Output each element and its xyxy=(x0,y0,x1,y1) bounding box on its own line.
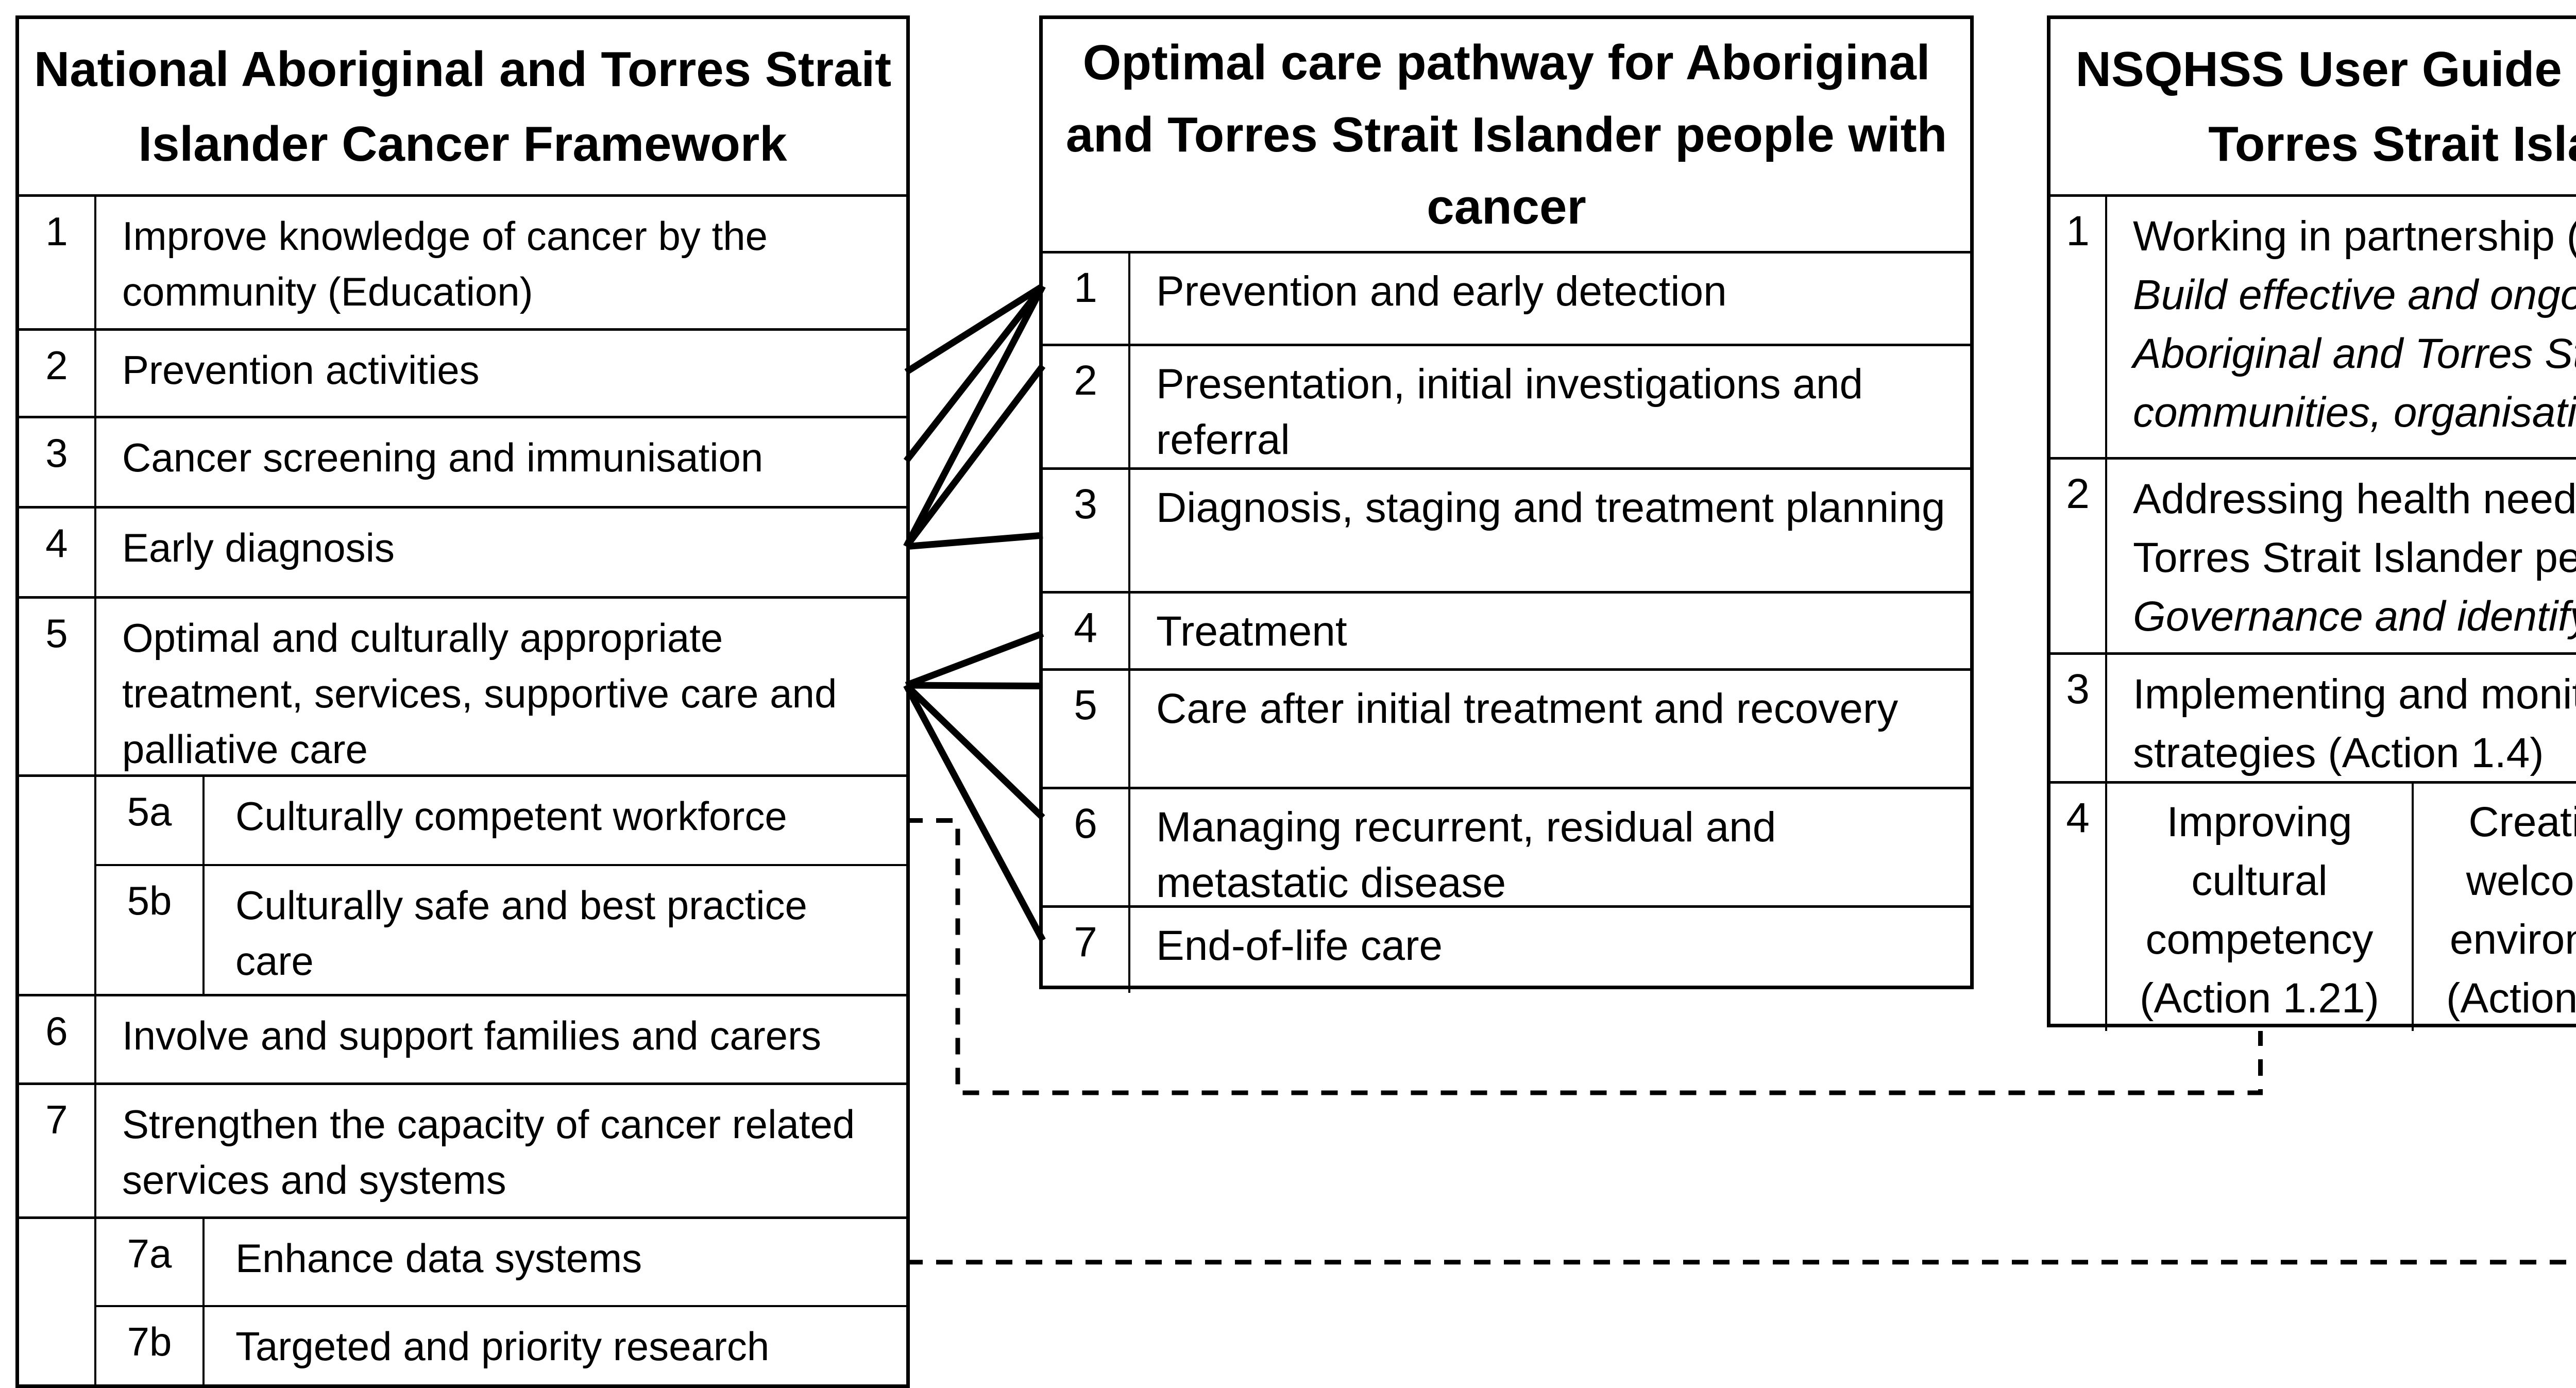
row-number: 3 xyxy=(19,418,96,506)
table-row: 4 Treatment xyxy=(1043,591,1970,668)
row-text: Cancer screening and immunisation xyxy=(122,435,764,480)
row-text: Improve knowledge of cancer by the commu… xyxy=(122,213,768,314)
table-row: 5 Optimal and culturally appropriate tre… xyxy=(19,596,906,774)
nsqhss-title-text: NSQHSS User Guide for Aboriginal and Tor… xyxy=(2075,42,2576,172)
action-cell: Creating a welcoming environment (Action… xyxy=(2414,784,2576,1031)
row-number: 1 xyxy=(19,197,96,328)
table-title: Optimal care pathway for Aboriginal and … xyxy=(1043,19,1970,251)
row-text: Culturally safe and best practice care xyxy=(235,882,807,984)
row-number: 7 xyxy=(1043,908,1130,993)
row-text: Treatment xyxy=(1156,608,1347,655)
row-text: Implementing and monitoring targeted str… xyxy=(2133,671,2576,776)
row-text: Prevention and early detection xyxy=(1156,268,1727,315)
table-row: 5b Culturally safe and best practice car… xyxy=(96,864,906,994)
action-cell: Improving cultural competency (Action 1.… xyxy=(2107,784,2414,1031)
row-note: Governance and identifying priorities. xyxy=(2133,593,2576,640)
row-text: Managing recurrent, residual and metasta… xyxy=(1156,804,1776,906)
row-text: Care after initial treatment and recover… xyxy=(1156,685,1899,732)
row-text: Prevention activities xyxy=(122,347,480,393)
nsqhss-table: NSQHSS User Guide for Aboriginal and Tor… xyxy=(2047,15,2576,1031)
row-text: Targeted and priority research xyxy=(235,1324,770,1369)
row-text: Involve and support families and carers xyxy=(122,1013,822,1058)
pathway-title-text: Optimal care pathway for Aboriginal and … xyxy=(1065,35,1947,234)
table-row: 7 Strengthen the capacity of cancer rela… xyxy=(19,1082,906,1216)
row-number xyxy=(19,777,96,994)
row-text: Strengthen the capacity of cancer relate… xyxy=(122,1102,855,1203)
row-text: Working in partnership (Action 2.13) Bui… xyxy=(2107,197,2576,457)
row-text: Addressing health needs of Aboriginal an… xyxy=(2107,460,2576,652)
table-row: 2 Presentation, initial investigations a… xyxy=(1043,344,1970,467)
row-number: 2 xyxy=(2050,460,2107,652)
table-row: 4 Early diagnosis xyxy=(19,506,906,596)
row-number: 4 xyxy=(1043,594,1130,668)
table-row: 4 Improving cultural competency (Action … xyxy=(2050,781,2576,1031)
table-row: 2 Prevention activities xyxy=(19,328,906,416)
row-number: 3 xyxy=(1043,470,1130,591)
table-row: 6 Managing recurrent, residual and metas… xyxy=(1043,787,1970,906)
row-number: 4 xyxy=(2050,784,2107,1031)
row-text: Diagnosis, staging and treatment plannin… xyxy=(1156,484,1945,531)
table-row: 1 Improve knowledge of cancer by the com… xyxy=(19,194,906,328)
row-number: 7b xyxy=(96,1307,205,1388)
row-text: Optimal and culturally appropriate treat… xyxy=(122,615,837,772)
sub-row-group: 7a Enhance data systems 7b Targeted and … xyxy=(19,1216,906,1388)
row-number: 7 xyxy=(19,1085,96,1216)
row-text-main: Working in partnership (Action 2.13) xyxy=(2133,213,2576,260)
row-number: 1 xyxy=(1043,253,1130,344)
row-text: Enhance data systems xyxy=(235,1235,642,1281)
row-number xyxy=(19,1219,96,1388)
row-number: 3 xyxy=(2050,655,2107,781)
row-number: 6 xyxy=(19,996,96,1082)
row-number: 5 xyxy=(19,599,96,774)
row-number: 4 xyxy=(19,509,96,596)
table-row: 7a Enhance data systems xyxy=(96,1219,906,1306)
table-row: 3 Cancer screening and immunisation xyxy=(19,416,906,506)
table-row: 1 Working in partnership (Action 2.13) B… xyxy=(2050,194,2576,457)
row-text-main: Addressing health needs of Aboriginal an… xyxy=(2133,476,2576,581)
table-row: 2 Addressing health needs of Aboriginal … xyxy=(2050,457,2576,652)
table-row: 3 Diagnosis, staging and treatment plann… xyxy=(1043,467,1970,591)
row-number: 7a xyxy=(96,1219,205,1306)
row-note: Build effective and ongoing relationship… xyxy=(2133,272,2576,436)
table-row: 3 Implementing and monitoring targeted s… xyxy=(2050,652,2576,781)
table-row: 6 Involve and support families and carer… xyxy=(19,994,906,1082)
row-number: 1 xyxy=(2050,197,2107,457)
action-columns: Improving cultural competency (Action 1.… xyxy=(2107,784,2576,1031)
table-row: 5a Culturally competent workforce xyxy=(96,777,906,864)
row-number: 5 xyxy=(1043,671,1130,787)
row-number: 6 xyxy=(1043,789,1130,905)
table-row: 5 Care after initial treatment and recov… xyxy=(1043,668,1970,787)
row-number: 5a xyxy=(96,777,205,864)
table-row: 7b Targeted and priority research xyxy=(96,1305,906,1388)
framework-title-text: National Aboriginal and Torres Strait Is… xyxy=(33,42,892,172)
row-text: End-of-life care xyxy=(1156,922,1443,969)
table-row: 7 End-of-life care xyxy=(1043,905,1970,993)
table-title: NSQHSS User Guide for Aboriginal and Tor… xyxy=(2050,19,2576,194)
row-text: Culturally competent workforce xyxy=(235,793,787,839)
table-row: 1 Prevention and early detection xyxy=(1043,251,1970,344)
table-title: National Aboriginal and Torres Strait Is… xyxy=(19,19,906,194)
row-number: 2 xyxy=(19,331,96,416)
pathway-table: Optimal care pathway for Aboriginal and … xyxy=(1039,15,1974,993)
sub-row-group: 5a Culturally competent workforce 5b Cul… xyxy=(19,774,906,994)
row-number: 5b xyxy=(96,866,205,994)
row-text: Presentation, initial investigations and… xyxy=(1156,361,1863,463)
row-number: 2 xyxy=(1043,346,1130,467)
framework-table: National Aboriginal and Torres Strait Is… xyxy=(15,15,910,1388)
row-text: Early diagnosis xyxy=(122,525,395,570)
